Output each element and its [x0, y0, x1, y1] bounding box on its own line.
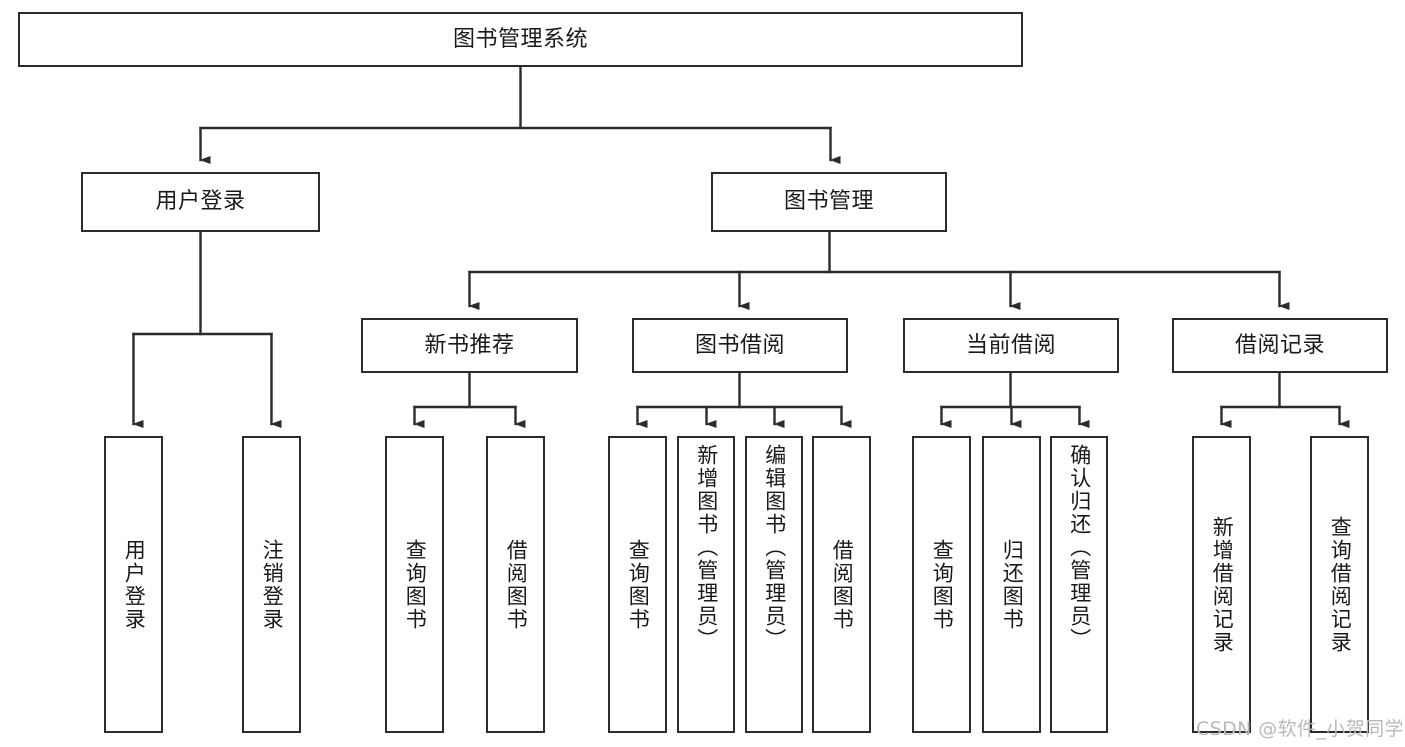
node-leaf-confirm-return-label: 确认归还（管理员）: [1067, 444, 1092, 651]
node-leaf-query-book-3[interactable]: 查询图书: [912, 436, 971, 733]
node-leaf-query-book-1-label: 查询图书: [403, 538, 428, 631]
node-borrow-record[interactable]: 借阅记录: [1172, 318, 1388, 373]
node-book-borrow[interactable]: 图书借阅: [632, 318, 848, 373]
node-current-borrow-label: 当前借阅: [965, 332, 1056, 358]
node-leaf-edit-book-label: 编辑图书（管理员）: [762, 444, 787, 651]
node-leaf-add-record[interactable]: 新增借阅记录: [1192, 436, 1251, 733]
node-user-login-label: 用户登录: [155, 189, 246, 215]
node-leaf-borrow-book-2[interactable]: 借阅图书: [812, 436, 871, 733]
node-book-manage[interactable]: 图书管理: [711, 172, 947, 232]
node-leaf-query-book-1[interactable]: 查询图书: [385, 436, 444, 733]
node-leaf-borrow-book-1[interactable]: 借阅图书: [486, 436, 545, 733]
node-root[interactable]: 图书管理系统: [18, 12, 1023, 67]
node-leaf-borrow-book-1-label: 借阅图书: [504, 538, 529, 631]
node-leaf-confirm-return[interactable]: 确认归还（管理员）: [1050, 436, 1108, 733]
node-borrow-record-label: 借阅记录: [1234, 332, 1325, 358]
node-new-book-recommend[interactable]: 新书推荐: [361, 318, 578, 373]
node-leaf-add-record-label: 新增借阅记录: [1210, 515, 1235, 654]
node-leaf-borrow-book-2-label: 借阅图书: [830, 538, 855, 631]
node-leaf-add-book[interactable]: 新增图书（管理员）: [677, 436, 735, 733]
node-user-login[interactable]: 用户登录: [81, 172, 320, 232]
node-leaf-user-login-label: 用户登录: [122, 538, 147, 631]
node-leaf-query-book-2-label: 查询图书: [626, 538, 651, 631]
node-leaf-query-record[interactable]: 查询借阅记录: [1310, 436, 1369, 733]
node-leaf-query-book-3-label: 查询图书: [930, 538, 955, 631]
node-leaf-query-record-label: 查询借阅记录: [1328, 515, 1353, 654]
node-leaf-logout-label: 注销登录: [260, 538, 285, 631]
node-leaf-return-book-label: 归还图书: [1000, 538, 1025, 631]
node-leaf-user-login[interactable]: 用户登录: [104, 436, 163, 733]
node-new-book-recommend-label: 新书推荐: [424, 332, 515, 358]
node-book-manage-label: 图书管理: [783, 189, 874, 215]
node-leaf-logout[interactable]: 注销登录: [242, 436, 301, 733]
node-root-label: 图书管理系统: [452, 26, 588, 52]
node-leaf-query-book-2[interactable]: 查询图书: [608, 436, 667, 733]
node-leaf-add-book-label: 新增图书（管理员）: [694, 444, 719, 651]
node-book-borrow-label: 图书借阅: [694, 332, 785, 358]
node-leaf-edit-book[interactable]: 编辑图书（管理员）: [745, 436, 803, 733]
node-current-borrow[interactable]: 当前借阅: [903, 318, 1119, 373]
node-leaf-return-book[interactable]: 归还图书: [982, 436, 1041, 733]
